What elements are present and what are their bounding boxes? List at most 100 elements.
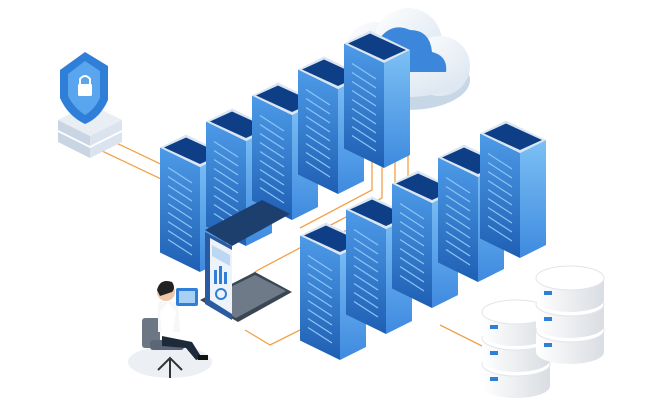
vent-line <box>167 193 193 211</box>
vent-line <box>487 224 513 242</box>
vent-line <box>167 211 193 229</box>
vent-line <box>305 133 331 151</box>
vent-line <box>353 228 379 246</box>
vent-line <box>353 255 379 273</box>
vent-line <box>213 158 239 176</box>
vent-line <box>259 141 285 159</box>
vent-line <box>213 149 239 167</box>
vent-line <box>399 256 425 274</box>
server-tower <box>480 120 546 258</box>
vent-line <box>399 274 425 292</box>
server-tower <box>344 30 410 168</box>
vent-line <box>305 142 331 160</box>
vent-line <box>307 308 333 326</box>
vent-line <box>445 221 471 239</box>
database-top <box>535 265 605 291</box>
vent-line <box>487 215 513 233</box>
vent-line <box>399 220 425 238</box>
person-at-desk <box>128 281 212 378</box>
vent-line <box>167 184 193 202</box>
vent-line <box>351 89 377 107</box>
vent-line <box>259 168 285 186</box>
vent-line <box>353 282 379 300</box>
server-rack-row-front <box>300 120 546 360</box>
vent-line <box>307 326 333 344</box>
vent-line <box>351 71 377 89</box>
vent-line <box>305 115 331 133</box>
vent-line <box>305 97 331 115</box>
vent-line <box>445 230 471 248</box>
vent-line <box>445 176 471 194</box>
vent-line <box>305 160 331 178</box>
database-layer <box>535 265 605 312</box>
vent-line <box>167 166 193 184</box>
vent-line <box>167 229 193 247</box>
vent-line <box>307 290 333 308</box>
vent-line <box>351 62 377 80</box>
vent-line <box>351 134 377 152</box>
vent-line <box>353 237 379 255</box>
database-layer <box>481 299 551 346</box>
vent-line <box>307 281 333 299</box>
vent-line <box>399 229 425 247</box>
vent-line <box>213 194 239 212</box>
vent-line <box>445 248 471 266</box>
vent-line <box>259 150 285 168</box>
vent-line <box>351 116 377 134</box>
vent-line <box>213 185 239 203</box>
shield-icon <box>58 52 122 158</box>
vent-line <box>259 114 285 132</box>
vent-line <box>353 300 379 318</box>
vent-line <box>445 185 471 203</box>
vent-line <box>167 175 193 193</box>
vent-line <box>167 220 193 238</box>
database-cylinder-right <box>535 265 605 364</box>
vent-line <box>351 98 377 116</box>
vent-line <box>487 179 513 197</box>
vent-line <box>305 151 331 169</box>
database-indicator <box>490 377 498 381</box>
vent-line <box>487 188 513 206</box>
vent-line <box>305 124 331 142</box>
vent-line <box>259 186 285 204</box>
vent-line <box>213 167 239 185</box>
vent-line <box>353 273 379 291</box>
database-indicator <box>544 343 552 347</box>
vent-line <box>259 159 285 177</box>
database-indicator <box>490 325 498 329</box>
vent-line <box>167 238 193 256</box>
vent-line <box>259 177 285 195</box>
vent-line <box>487 161 513 179</box>
vent-line <box>307 317 333 335</box>
vent-line <box>399 265 425 283</box>
vent-line <box>487 152 513 170</box>
vent-line <box>167 202 193 220</box>
vent-line <box>307 299 333 317</box>
vent-line <box>259 132 285 150</box>
vent-line <box>351 80 377 98</box>
vent-line <box>351 125 377 143</box>
vent-line <box>445 239 471 257</box>
vent-line <box>487 206 513 224</box>
database-indicator <box>544 317 552 321</box>
database-indicator <box>490 351 498 355</box>
laptop-dashboard <box>200 200 292 322</box>
vent-line <box>307 254 333 272</box>
vent-line <box>445 212 471 230</box>
database-indicator <box>544 291 552 295</box>
database-cylinder-left <box>481 299 551 398</box>
vent-line <box>213 176 239 194</box>
vent-line <box>353 264 379 282</box>
vent-line <box>213 140 239 158</box>
vent-line <box>307 272 333 290</box>
vent-line <box>487 197 513 215</box>
vent-line <box>259 123 285 141</box>
vent-line <box>307 263 333 281</box>
vent-line <box>445 203 471 221</box>
vent-line <box>487 170 513 188</box>
vent-line <box>399 238 425 256</box>
vent-line <box>399 247 425 265</box>
vent-line <box>445 194 471 212</box>
